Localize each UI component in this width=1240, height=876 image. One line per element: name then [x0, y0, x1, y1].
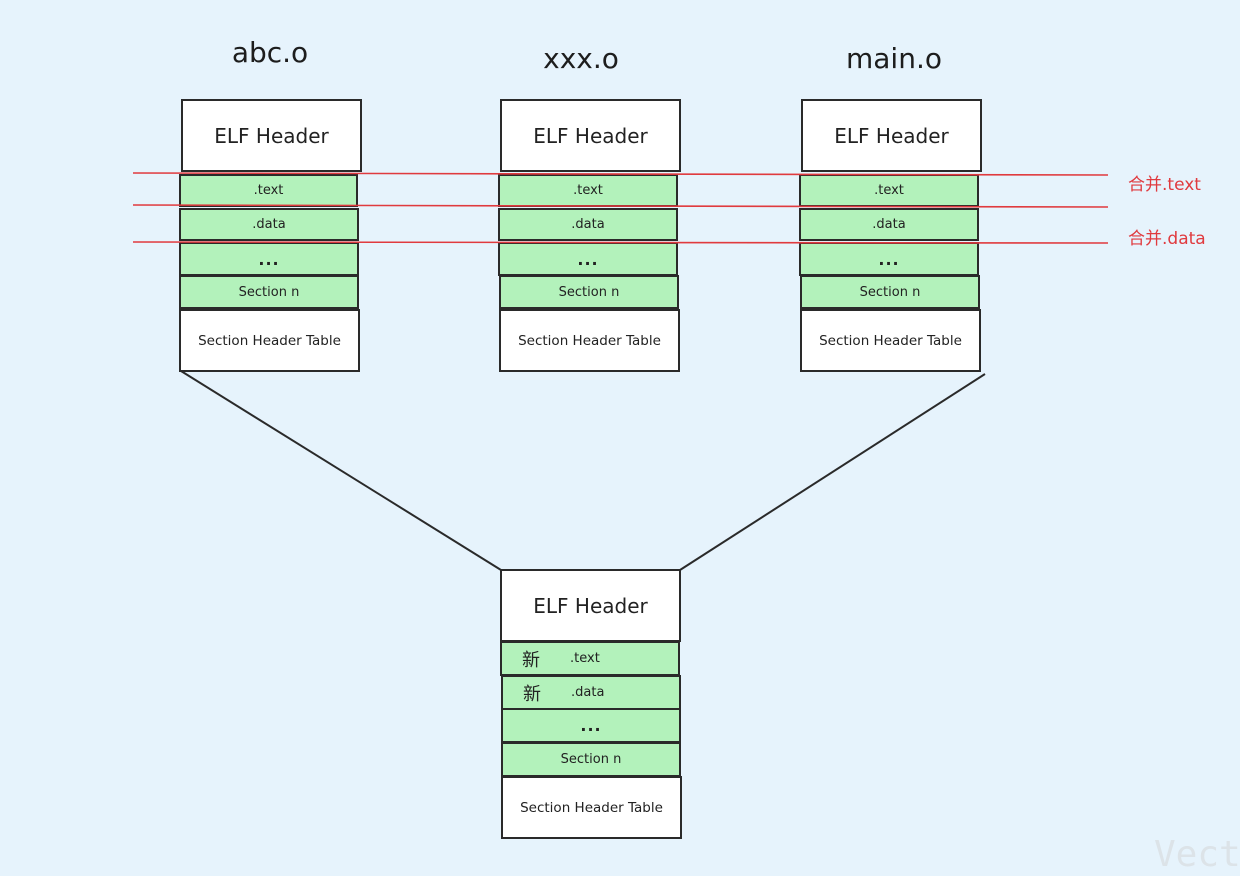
section-n-box: Section n	[800, 275, 980, 309]
ellipsis-section-box: ...	[498, 242, 678, 276]
section-n-box: Section n	[499, 275, 679, 309]
file-title-abc: abc.o	[231, 36, 309, 69]
text-section-box: .text	[179, 174, 358, 207]
section-header-table-box: Section Header Table	[179, 309, 360, 372]
data-section-box: .data	[799, 208, 979, 241]
elf-header-box: ELF Header	[801, 99, 982, 172]
file-title-main: main.o	[846, 42, 942, 75]
connector-abc-to-merged	[180, 370, 502, 571]
merge-text-label: 合并.text	[1128, 175, 1201, 195]
merge-data-label: 合并.data	[1128, 229, 1206, 249]
new-mark-label: 新	[523, 683, 541, 705]
merged-ellipsis-section-box: ...	[501, 708, 681, 743]
merged-data-section-box: 新 .data	[501, 675, 681, 710]
merged-elf-header-box: ELF Header	[500, 569, 681, 642]
file-title-xxx: xxx.o	[543, 42, 619, 75]
new-mark-label: 新	[522, 649, 540, 671]
merged-section-n-box: Section n	[501, 742, 681, 777]
section-header-table-box: Section Header Table	[499, 309, 680, 372]
section-n-box: Section n	[179, 275, 359, 309]
watermark-text: Vect	[1154, 834, 1240, 875]
text-section-box: .text	[498, 174, 678, 207]
data-section-box: .data	[498, 208, 678, 241]
elf-header-box: ELF Header	[181, 99, 362, 172]
section-header-table-box: Section Header Table	[800, 309, 981, 372]
ellipsis-section-box: ...	[179, 242, 359, 276]
connector-main-to-merged	[679, 373, 986, 571]
merged-section-header-table-box: Section Header Table	[501, 776, 682, 839]
elf-header-box: ELF Header	[500, 99, 681, 172]
data-section-box: .data	[179, 208, 359, 241]
merged-data-label: .data	[571, 685, 605, 700]
ellipsis-section-box: ...	[799, 242, 979, 276]
text-section-box: .text	[799, 174, 979, 207]
merged-text-label: .text	[570, 651, 600, 666]
merged-text-section-box: 新 .text	[500, 641, 680, 676]
